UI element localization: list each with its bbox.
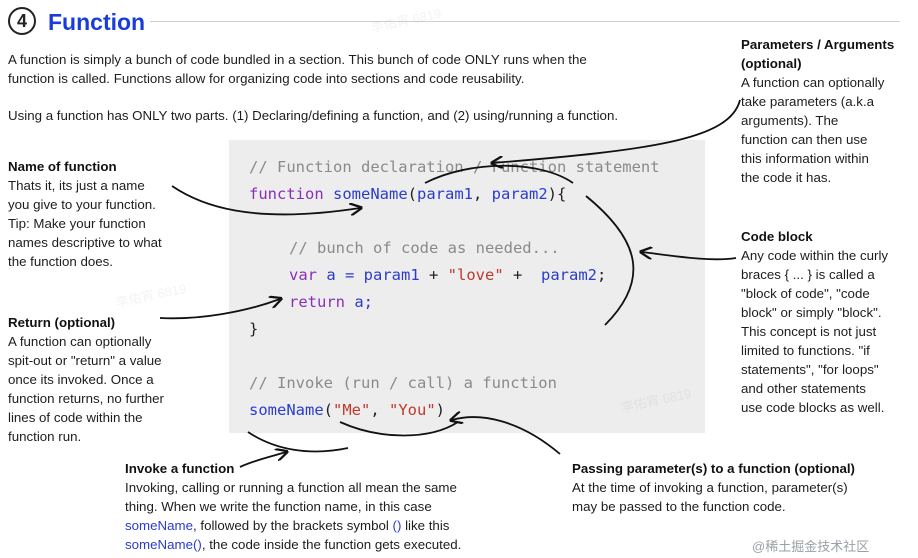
code-line-function-signature: function someName(param1, param2){ [249, 185, 567, 203]
code-line-return: return a; [289, 293, 373, 311]
annotation-parameters: Parameters / Arguments (optional) A func… [741, 37, 895, 185]
step-number-badge: 4 [8, 7, 36, 35]
intro-line-1: A function is simply a bunch of code bun… [8, 52, 587, 67]
arrow-return [159, 299, 280, 320]
annotation-code-block: Code block Any code within the curly bra… [741, 229, 889, 415]
annotation-heading: Invoke a function [125, 461, 235, 476]
footer-watermark: @稀土掘金技术社区 [752, 539, 870, 554]
annotation-heading: Return (optional) [8, 315, 116, 330]
code-comment-body: // bunch of code as needed... [289, 239, 560, 257]
code-block-panel [229, 140, 705, 433]
page-title: Function [48, 9, 146, 35]
code-line-var: var a = param1 + "love" + param2; [289, 266, 607, 284]
annotation-heading: Name of function [8, 159, 117, 174]
curve-passing-params [339, 421, 459, 437]
param1: param1 [417, 185, 473, 203]
inline-code-somename: someName [125, 518, 193, 533]
arg-you: "You" [389, 401, 436, 419]
intro-line-3: Using a function has ONLY two parts. (1)… [8, 108, 619, 123]
arrow-parameters [493, 99, 741, 163]
title-divider [150, 21, 900, 22]
intro-line-2: function is called. Functions allow for … [8, 71, 525, 86]
keyword-return: return [289, 293, 345, 311]
annotation-heading: Passing parameter(s) to a function (opti… [572, 461, 855, 476]
curve-invoke [247, 431, 349, 453]
code-line-invoke: someName("Me", "You") [249, 401, 446, 419]
annotation-name-of-function: Name of function Thats it, its just a na… [8, 159, 162, 269]
arrow-passing-params [452, 417, 561, 455]
arrow-code-block [642, 252, 737, 261]
annotation-passing-parameters: Passing parameter(s) to a function (opti… [572, 461, 855, 514]
curve-code-block [585, 195, 635, 326]
arg-me: "Me" [333, 401, 371, 419]
code-comment-invoke: // Invoke (run / call) a function [249, 374, 557, 392]
param2: param2 [491, 185, 548, 203]
annotation-invoke: Invoke a function Invoking, calling or r… [125, 461, 462, 552]
code-close-brace: } [249, 320, 259, 338]
annotation-return: Return (optional) A function can optiona… [8, 315, 164, 444]
invoke-function-name: someName [249, 401, 324, 419]
inline-code-brackets: () [392, 518, 402, 533]
arrow-invoke [239, 452, 286, 468]
inline-code-somename-call: someName() [125, 537, 202, 552]
curve-parameters [424, 164, 574, 184]
annotation-heading: Parameters / Arguments [741, 37, 895, 52]
arrow-name-of-function [171, 185, 360, 214]
keyword-function: function [249, 185, 324, 203]
function-name: someName [333, 185, 408, 203]
annotation-heading: Code block [741, 229, 813, 244]
